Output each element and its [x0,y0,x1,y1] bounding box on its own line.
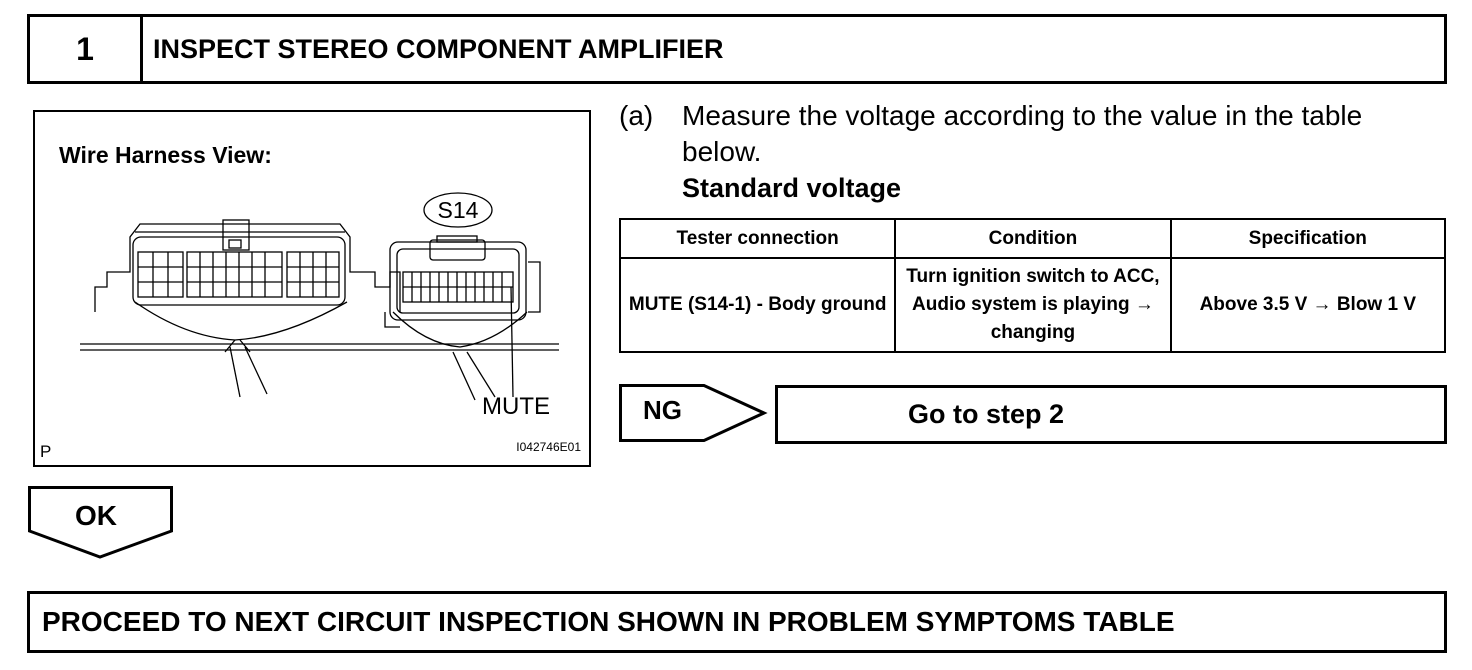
standard-voltage-label: Standard voltage [682,173,902,203]
illustration-heading: Wire Harness View: [59,142,272,168]
table-header-row: Tester connection Condition Specificatio… [618,218,1447,259]
table-cell: Turn ignition switch to ACC, Audio syste… [894,257,1172,353]
spec-table: Tester connection Condition Specificatio… [618,218,1447,353]
ok-arrow-tag [28,486,173,559]
corner-letter: P [40,442,52,461]
substep-letter: (a) [619,100,654,131]
mute-terminal-label: MUTE [482,393,550,420]
table-header: Condition [894,218,1172,259]
ng-label: NG [643,395,682,425]
table-header: Specification [1169,218,1447,259]
go-to-step-box: Go to step 2 [775,385,1447,444]
proceed-box: PROCEED TO NEXT CIRCUIT INSPECTION SHOWN… [27,591,1447,653]
go-to-step-text: Go to step 2 [908,399,1065,429]
connector-label: S14 [437,196,479,223]
table-cell: Above 3.5 V → Blow 1 V [1169,257,1447,353]
ok-label: OK [75,500,117,531]
connector-drawing [80,192,559,401]
instruction-text: Measure the voltage according to the val… [682,100,1363,167]
table-cell: MUTE (S14-1) - Body ground [618,257,897,353]
figure-id: I042746E01 [516,440,581,454]
table-header: Tester connection [618,218,897,259]
table-row: MUTE (S14-1) - Body ground Turn ignition… [618,257,1447,353]
ng-arrow-tag [619,384,768,442]
step-title: INSPECT STEREO COMPONENT AMPLIFIER [153,33,724,64]
step-number: 1 [30,17,143,81]
instruction-block: (a) Measure the voltage according to the… [619,98,1449,206]
wire-harness-illustration: Wire Harness View: S14 MUTE P I042746E01 [33,110,591,467]
step-header: 1 INSPECT STEREO COMPONENT AMPLIFIER [27,14,1447,84]
